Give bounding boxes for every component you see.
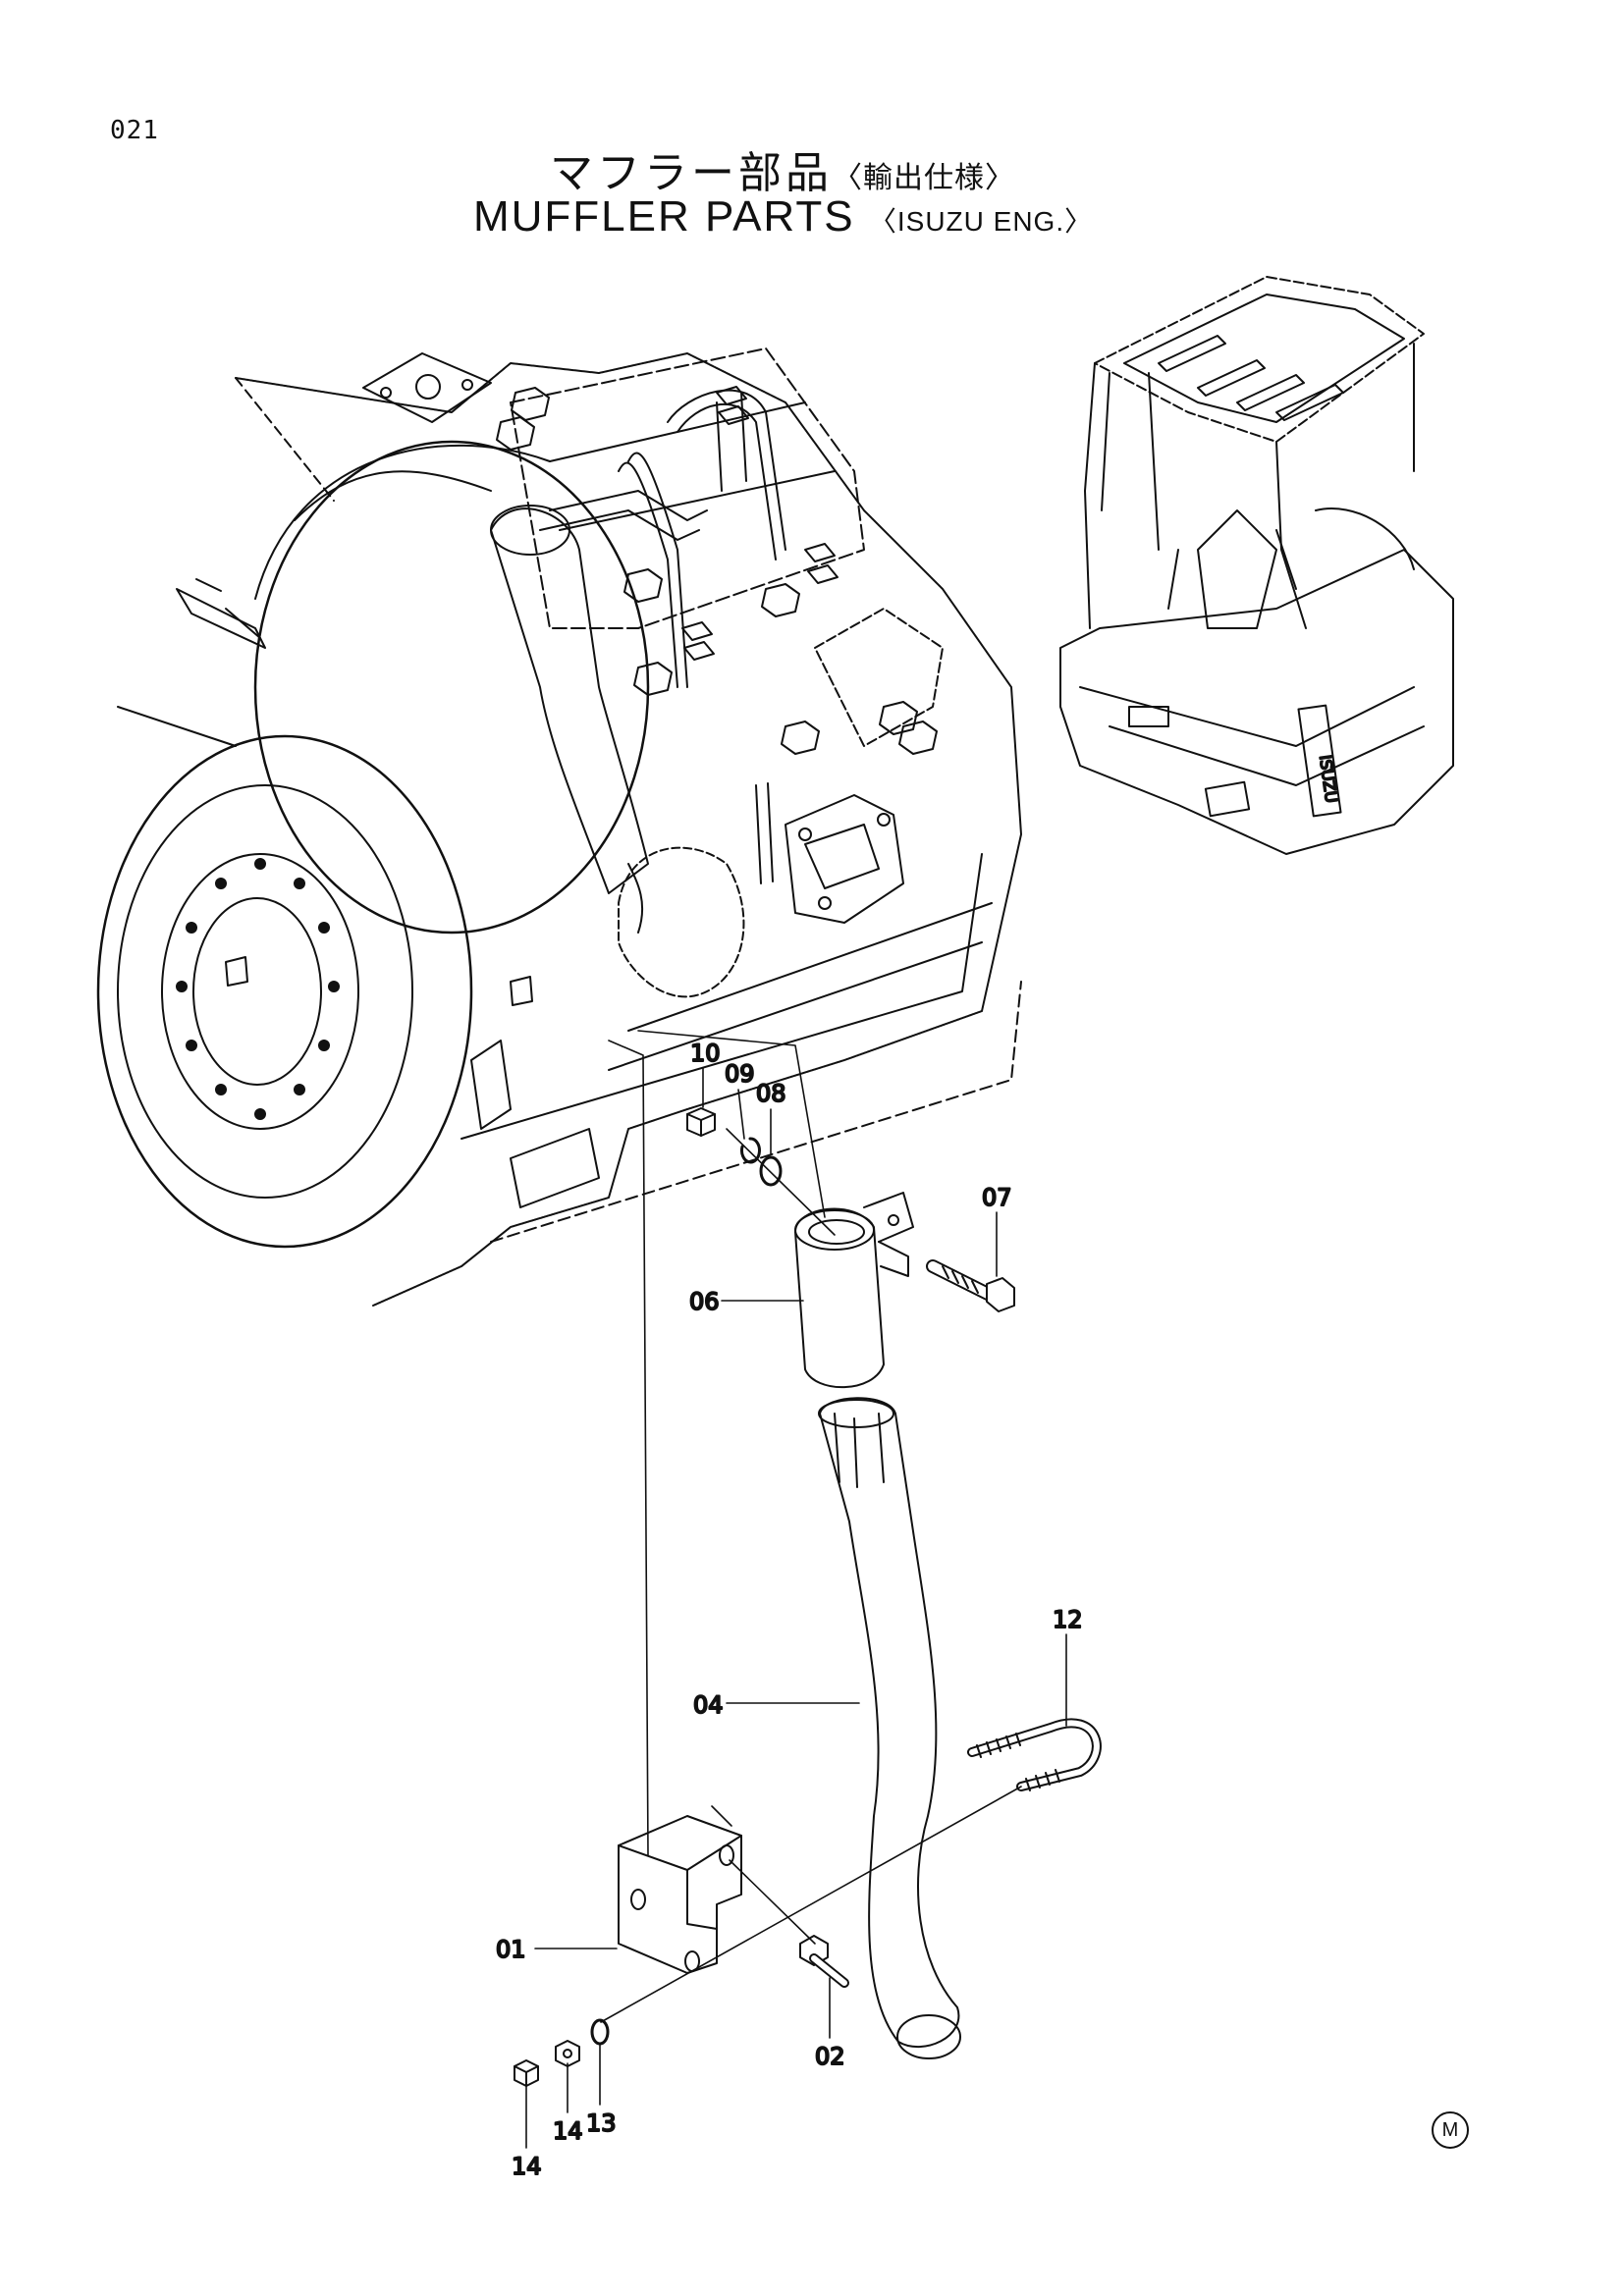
part-10-nut	[686, 1107, 716, 1137]
part-06-clamp	[794, 1192, 914, 1389]
page-number: 021	[110, 116, 159, 145]
part-08-washer	[759, 1155, 783, 1187]
callout-14a: 14	[553, 2117, 583, 2145]
title-english: MUFFLER PARTS 〈ISUZU ENG.〉	[473, 192, 1093, 241]
callout-01: 01	[496, 1936, 526, 1963]
callout-12: 12	[1053, 1606, 1083, 1633]
title-en-note: 〈ISUZU ENG.〉	[868, 206, 1094, 237]
manufacturer-mark: M	[1432, 2111, 1469, 2149]
flywheel-bolt-holes	[176, 858, 340, 1120]
callout-10: 10	[690, 1040, 721, 1067]
callout-13: 13	[586, 2109, 617, 2137]
part-13-washer	[590, 2018, 610, 2046]
part-12-u-bolt	[967, 1718, 1102, 1791]
callout-02: 02	[815, 2043, 845, 2070]
callout-07: 07	[982, 1184, 1012, 1211]
part-14-nut-b	[514, 2059, 539, 2087]
machine-logo-text: ISUZU	[1316, 754, 1341, 804]
assembly-lines	[600, 1030, 1022, 2023]
part-07-bolt	[926, 1259, 1015, 1312]
callout-leaders	[525, 1067, 1067, 2149]
part-02-bolt	[799, 1935, 849, 1988]
callout-09: 09	[725, 1060, 755, 1088]
part-04-exhaust-pipe	[818, 1397, 961, 2059]
callout-14b: 14	[512, 2153, 542, 2180]
callout-08: 08	[756, 1080, 786, 1107]
excavator-inset-illustration: ISUZU	[1059, 276, 1454, 855]
title-japanese: マフラー部品〈輸出仕様〉	[550, 137, 1015, 200]
callout-06: 06	[689, 1288, 720, 1315]
engine-assembly	[96, 347, 1022, 1307]
callout-labels: 10 09 08 06 07 04 12 01 02 13 14 14	[495, 1039, 1084, 2181]
part-14-nut-a	[555, 2040, 580, 2067]
part-09-spring-washer	[740, 1137, 761, 1164]
callout-04: 04	[693, 1691, 724, 1719]
title-en-main: MUFFLER PARTS	[473, 192, 855, 240]
title-jp-main: マフラー部品	[550, 148, 833, 198]
part-01-bracket	[618, 1815, 742, 1974]
title-jp-note: 〈輸出仕様〉	[833, 161, 1015, 195]
